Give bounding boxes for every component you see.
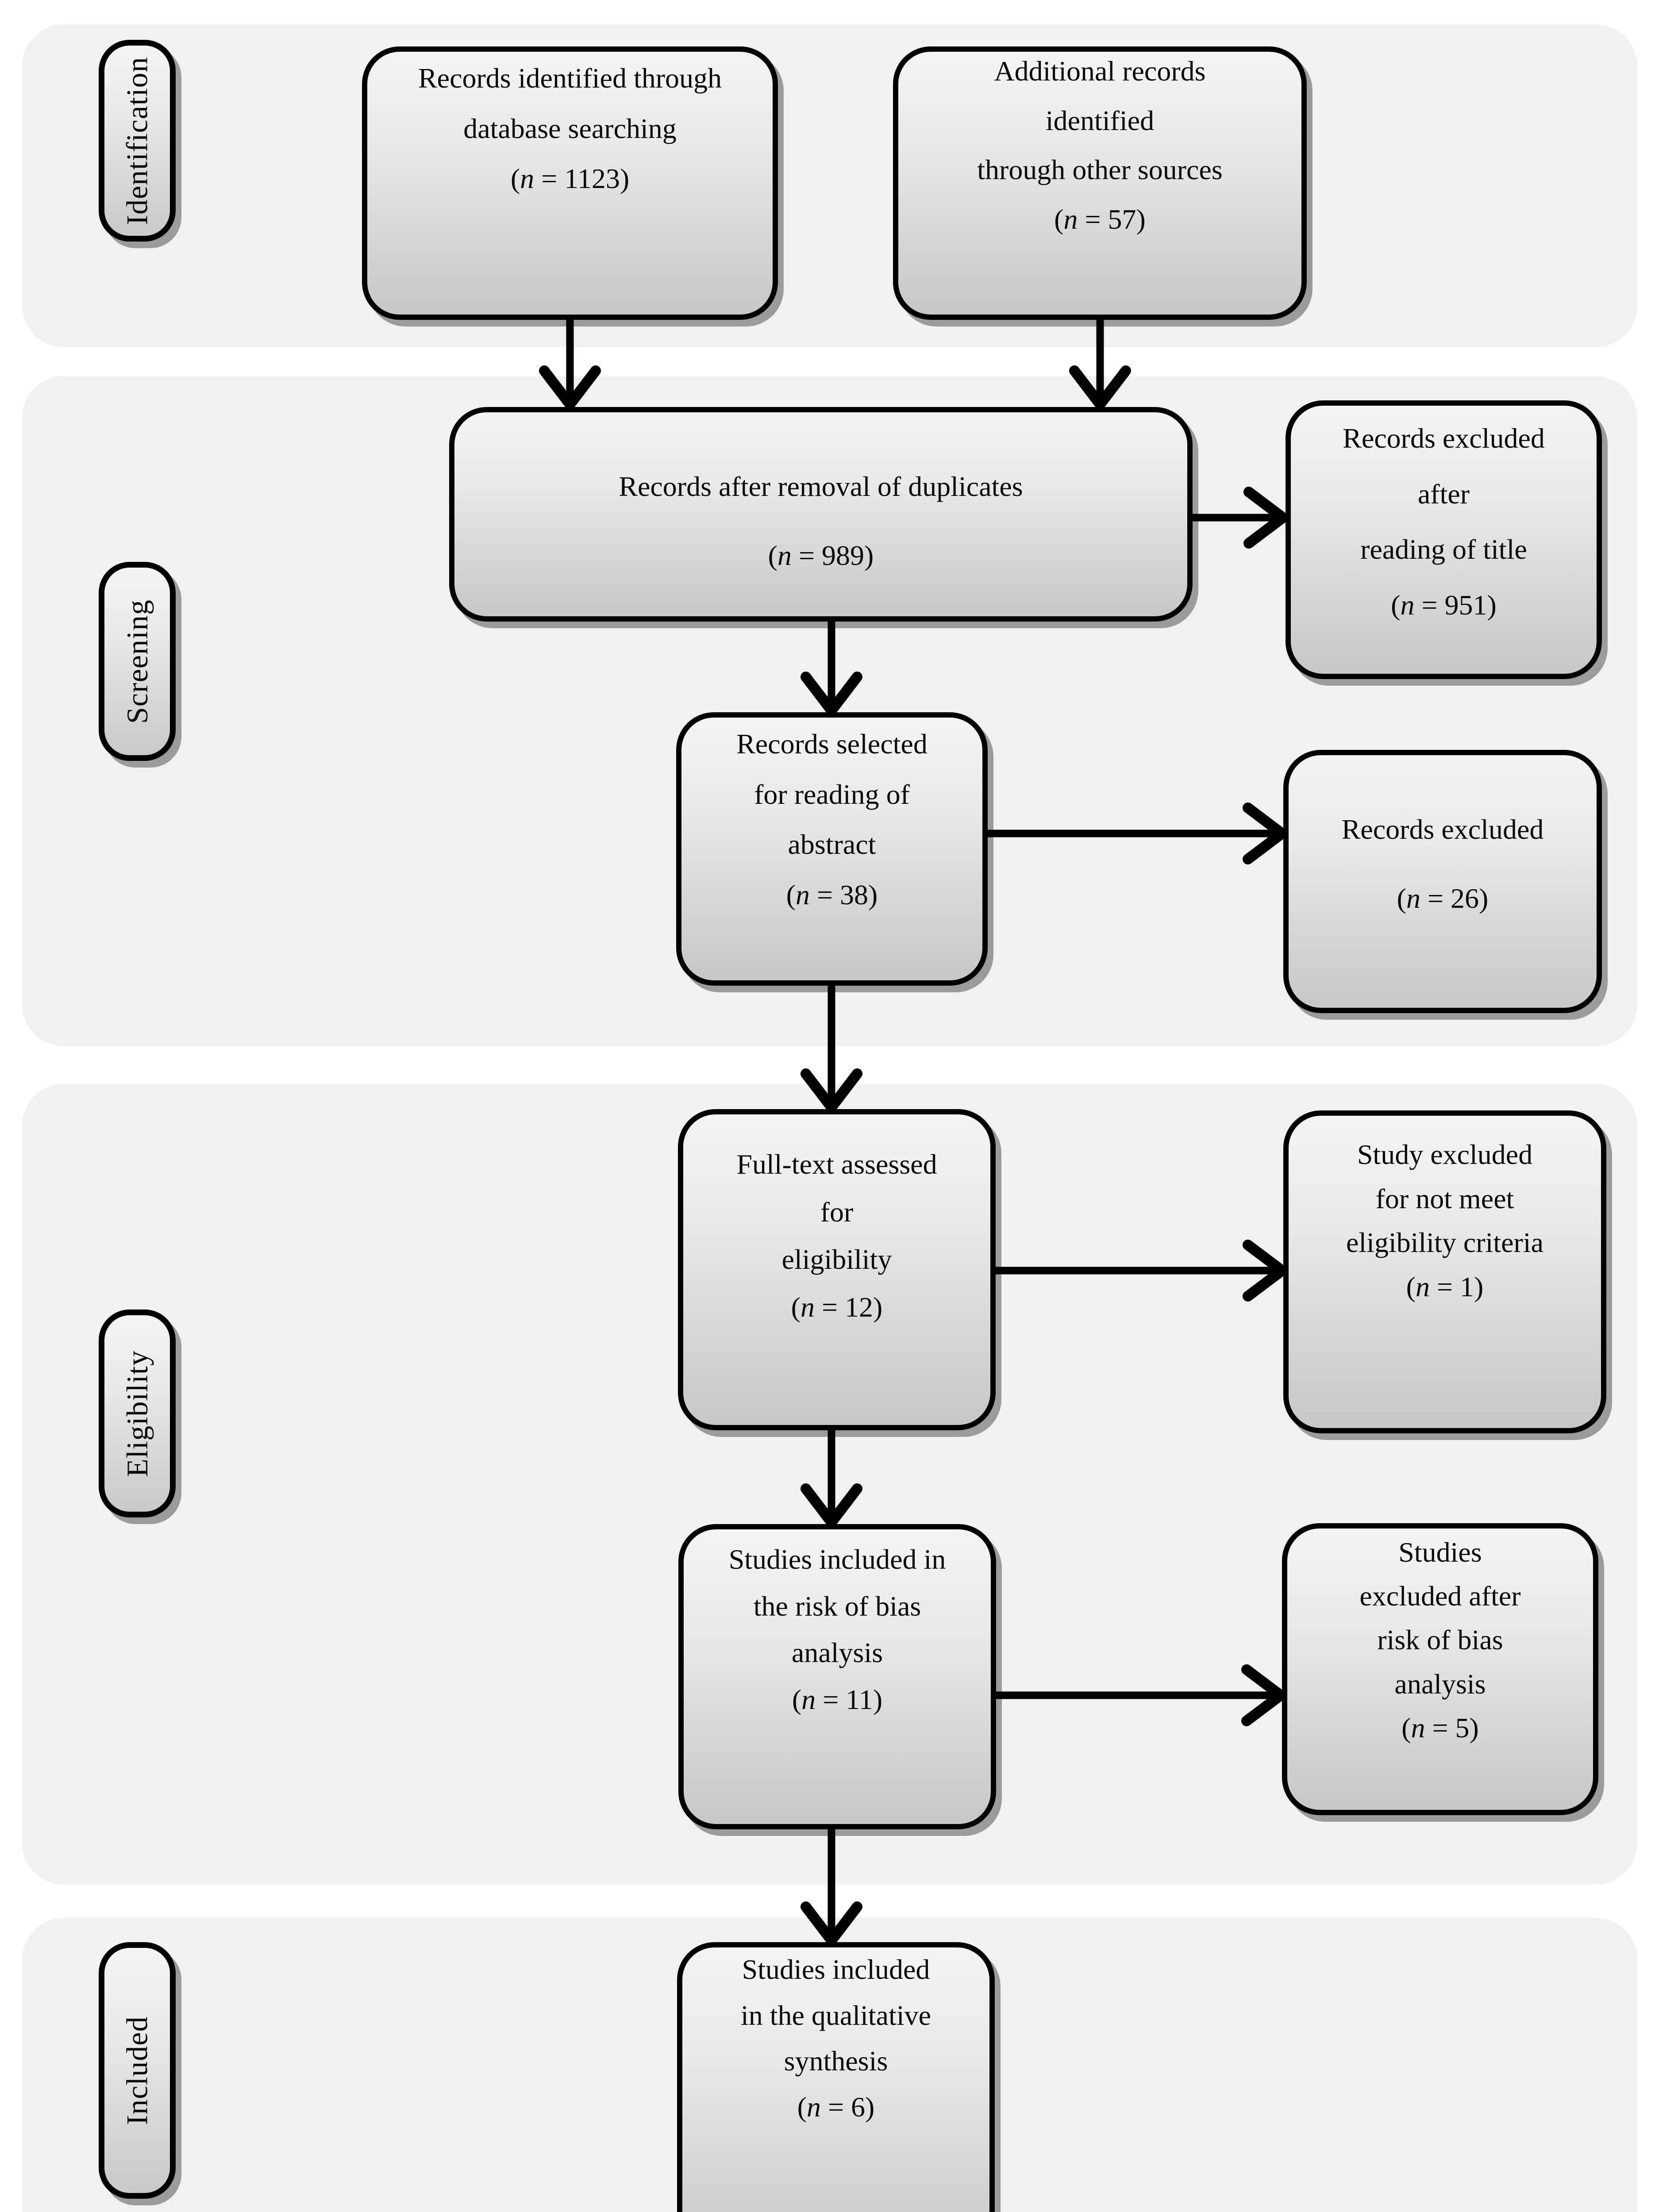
box-count: (n = 951) <box>1391 589 1497 621</box>
box-count: (n = 6) <box>797 2091 875 2123</box>
box-excluded-title: Records excluded after reading of title … <box>1286 400 1602 679</box>
box-line: reading of title <box>1360 534 1527 565</box>
box-line: Studies included <box>742 1954 930 1985</box>
box-risk-bias-included: Studies included in the risk of bias ana… <box>678 1524 996 1829</box>
box-line: risk of bias <box>1377 1624 1503 1656</box>
box-count: (n = 57) <box>1054 203 1146 235</box>
box-count: (n = 1123) <box>510 163 630 195</box>
box-line: after <box>1417 478 1470 510</box>
box-line: identified <box>1045 104 1155 136</box>
box-line: Records excluded <box>1343 422 1545 454</box>
box-line: eligibility <box>781 1244 892 1275</box>
box-count: (n = 11) <box>792 1683 883 1715</box>
stage-label-screening: Screening <box>99 562 176 761</box>
box-line: the risk of bias <box>753 1590 921 1622</box>
box-line: through other sources <box>977 154 1223 186</box>
box-line: Additional records <box>994 55 1206 87</box>
box-line: for reading of <box>754 778 910 810</box>
stage-label-identification: Identification <box>99 40 176 242</box>
box-line: database searching <box>463 112 677 144</box>
identification-band <box>22 24 1637 347</box>
stage-label-text: Identification <box>120 56 154 225</box>
box-additional-records: Additional records identified through ot… <box>893 46 1307 320</box>
box-excluded-abstract: Records excluded (n = 26) <box>1283 750 1602 1013</box>
box-line: excluded after <box>1359 1580 1521 1612</box>
box-study-excluded-eligibility: Study excluded for not meet eligibility … <box>1283 1110 1606 1433</box>
stage-label-included: Included <box>99 1942 176 2199</box>
box-line: Records after removal of duplicates <box>619 471 1023 502</box>
stage-label-text: Included <box>120 2016 154 2125</box>
box-line: Full-text assessed <box>736 1148 937 1180</box>
box-count: (n = 5) <box>1401 1712 1479 1743</box>
box-records-identified-database: Records identified through database sear… <box>362 46 778 320</box>
box-selected-abstract: Records selected for reading of abstract… <box>676 712 988 986</box>
box-line: in the qualitative <box>740 1999 931 2031</box>
box-line: analysis <box>1394 1668 1486 1700</box>
box-count: (n = 26) <box>1397 882 1489 914</box>
stage-label-eligibility: Eligibility <box>99 1310 176 1517</box>
box-line: Records identified through <box>418 62 722 94</box>
stage-label-text: Eligibility <box>120 1350 154 1477</box>
box-line: for not meet <box>1375 1183 1514 1214</box>
box-count: (n = 1) <box>1406 1271 1484 1302</box>
box-fulltext-assessed: Full-text assessed for eligibility (n = … <box>678 1109 996 1430</box>
box-risk-bias-excluded: Studies excluded after risk of bias anal… <box>1282 1523 1598 1815</box>
box-line: for <box>820 1196 854 1228</box>
box-line: Studies included in <box>728 1544 946 1575</box>
box-after-duplicates: Records after removal of duplicates (n =… <box>449 407 1193 622</box>
box-line: analysis <box>791 1637 883 1669</box>
box-line: Studies <box>1398 1536 1482 1568</box>
box-line: Records selected <box>736 728 928 760</box>
box-line: abstract <box>788 829 876 860</box>
box-line: synthesis <box>784 2045 888 2077</box>
box-count: (n = 38) <box>786 879 878 910</box>
box-line: Study excluded <box>1357 1139 1533 1170</box>
box-qualitative-synthesis: Studies included in the qualitative synt… <box>677 1942 995 2212</box>
box-count: (n = 989) <box>768 539 874 571</box>
box-line: eligibility criteria <box>1346 1227 1544 1259</box>
box-count: (n = 12) <box>791 1291 883 1323</box>
box-line: Records excluded <box>1341 814 1544 845</box>
stage-label-text: Screening <box>120 599 154 724</box>
